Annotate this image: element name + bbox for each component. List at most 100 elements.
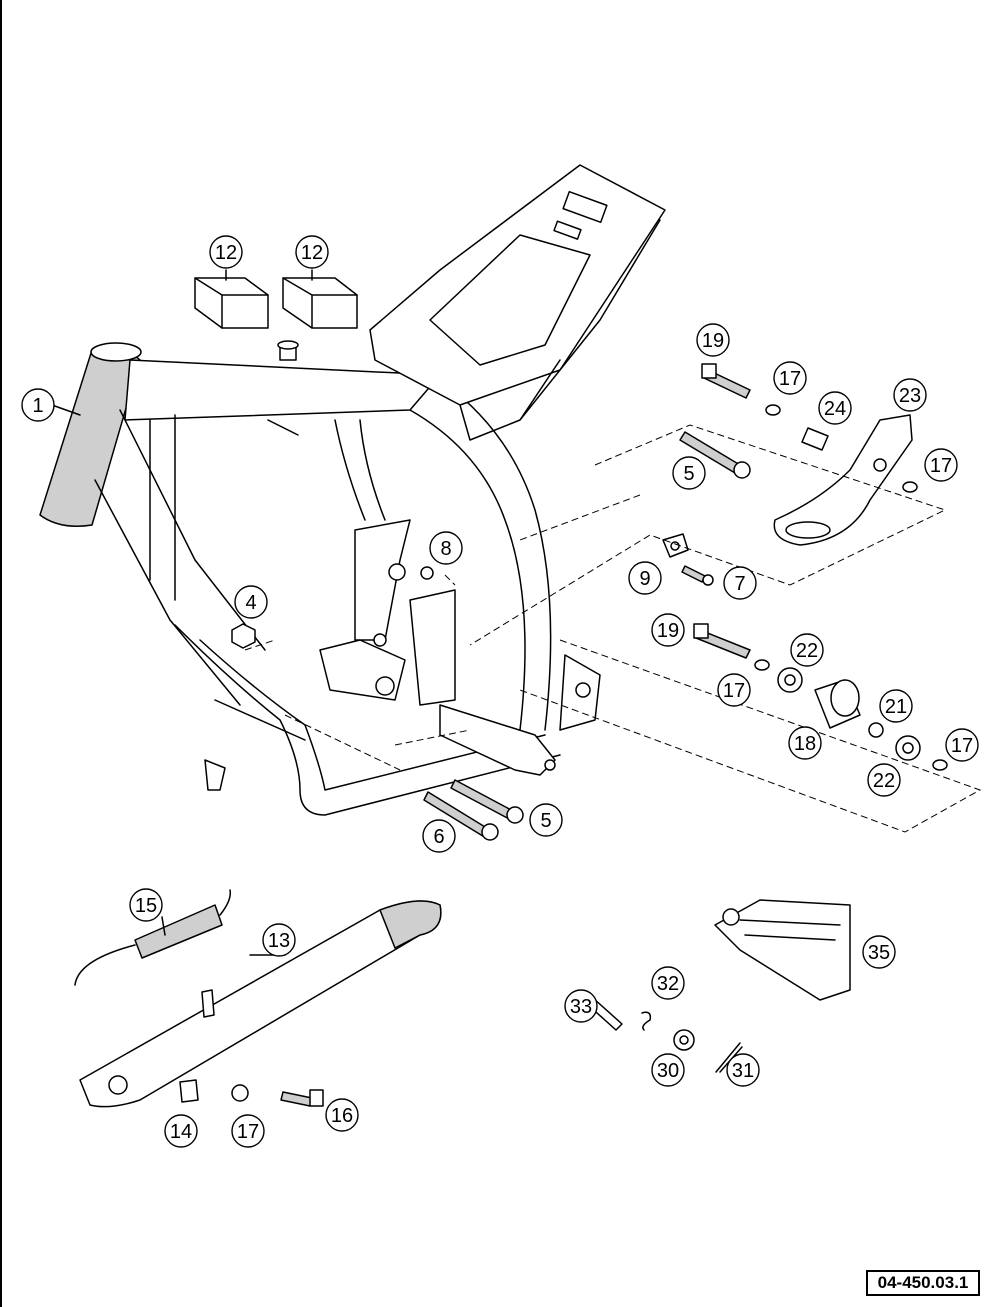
callout-circle: [867, 763, 901, 797]
callout-1: 1: [21, 388, 55, 422]
callout-number: 24: [824, 398, 846, 420]
callout-4: 4: [234, 585, 268, 619]
callout-33: 33: [564, 989, 598, 1023]
callout-circle: [651, 1053, 685, 1087]
callout-number: 7: [734, 573, 745, 595]
callout-5: 5: [672, 456, 706, 490]
callout-number: 18: [794, 733, 816, 755]
callout-number: 33: [570, 996, 592, 1018]
page-border: [0, 0, 2, 1307]
callout-number: 4: [245, 592, 256, 614]
callout-circle: [209, 235, 243, 269]
callout-number: 32: [657, 973, 679, 995]
callout-17: 17: [924, 448, 958, 482]
callout-number: 17: [723, 680, 745, 702]
callout-31: 31: [726, 1053, 760, 1087]
callout-circle: [893, 378, 927, 412]
callout-14: 14: [164, 1114, 198, 1148]
callout-circle: [773, 361, 807, 395]
callout-12: 12: [209, 235, 243, 269]
callout-number: 17: [930, 455, 952, 477]
callout-number: 1: [32, 395, 43, 417]
callout-circle: [723, 566, 757, 600]
callout-circle: [945, 728, 979, 762]
callout-17: 17: [945, 728, 979, 762]
callout-number: 19: [702, 330, 724, 352]
callout-number: 19: [657, 620, 679, 642]
callout-19: 19: [651, 613, 685, 647]
callout-number: 13: [268, 930, 290, 952]
callout-18: 18: [788, 726, 822, 760]
callout-number: 30: [657, 1060, 679, 1082]
callout-8: 8: [429, 531, 463, 565]
callout-22: 22: [867, 763, 901, 797]
callout-number: 14: [170, 1121, 192, 1143]
callout-number: 31: [732, 1060, 754, 1082]
callout-32: 32: [651, 966, 685, 1000]
callout-17: 17: [231, 1114, 265, 1148]
callout-23: 23: [893, 378, 927, 412]
callout-circle: [788, 726, 822, 760]
callout-21: 21: [879, 689, 913, 723]
callout-30: 30: [651, 1053, 685, 1087]
callout-7: 7: [723, 566, 757, 600]
callout-circle: [21, 388, 55, 422]
callout-number: 5: [683, 463, 694, 485]
callout-circle: [651, 613, 685, 647]
callout-24: 24: [818, 391, 852, 425]
drawing-reference-number: 04-450.03.1: [866, 1270, 980, 1296]
callout-15: 15: [129, 888, 163, 922]
assembly-guide-lines: [244, 424, 982, 833]
callout-number: 23: [899, 385, 921, 407]
callout-circle: [422, 819, 456, 853]
callout-circle: [164, 1114, 198, 1148]
callout-circle: [295, 235, 329, 269]
callout-circle: [924, 448, 958, 482]
callout-5: 5: [529, 803, 563, 837]
callout-number: 22: [796, 640, 818, 662]
callout-number: 8: [440, 538, 451, 560]
callout-circle: [818, 391, 852, 425]
callout-number: 17: [951, 735, 973, 757]
callout-12: 12: [295, 235, 329, 269]
callout-circle: [231, 1114, 265, 1148]
callout-circle: [262, 923, 296, 957]
callout-number: 17: [779, 368, 801, 390]
callout-number: 21: [885, 696, 907, 718]
callout-circle: [672, 456, 706, 490]
callout-circle: [429, 531, 463, 565]
callout-circle: [325, 1098, 359, 1132]
callout-17: 17: [717, 673, 751, 707]
callout-number: 12: [215, 242, 237, 264]
callout-19: 19: [696, 323, 730, 357]
callout-16: 16: [325, 1098, 359, 1132]
callout-number: 6: [433, 826, 444, 848]
callout-6: 6: [422, 819, 456, 853]
callout-number: 9: [639, 568, 650, 590]
callout-number: 35: [868, 942, 890, 964]
callout-circle: [234, 585, 268, 619]
callout-number: 17: [237, 1121, 259, 1143]
callout-circle: [628, 561, 662, 595]
callout-number: 15: [135, 895, 157, 917]
callout-circle: [529, 803, 563, 837]
callout-13: 13: [262, 923, 296, 957]
callout-number: 5: [540, 810, 551, 832]
callout-circle: [862, 935, 896, 969]
callout-circle: [717, 673, 751, 707]
callout-17: 17: [773, 361, 807, 395]
callout-22: 22: [790, 633, 824, 667]
callout-circle: [129, 888, 163, 922]
callout-circle: [564, 989, 598, 1023]
callout-9: 9: [628, 561, 662, 595]
callout-circle: [696, 323, 730, 357]
hardware-parts: [74, 363, 948, 1108]
callout-number: 12: [301, 242, 323, 264]
frame-protector-pair: [194, 277, 358, 329]
callout-circle: [879, 689, 913, 723]
callout-circle: [726, 1053, 760, 1087]
callout-leaders: [51, 269, 313, 956]
callout-number: 22: [873, 770, 895, 792]
